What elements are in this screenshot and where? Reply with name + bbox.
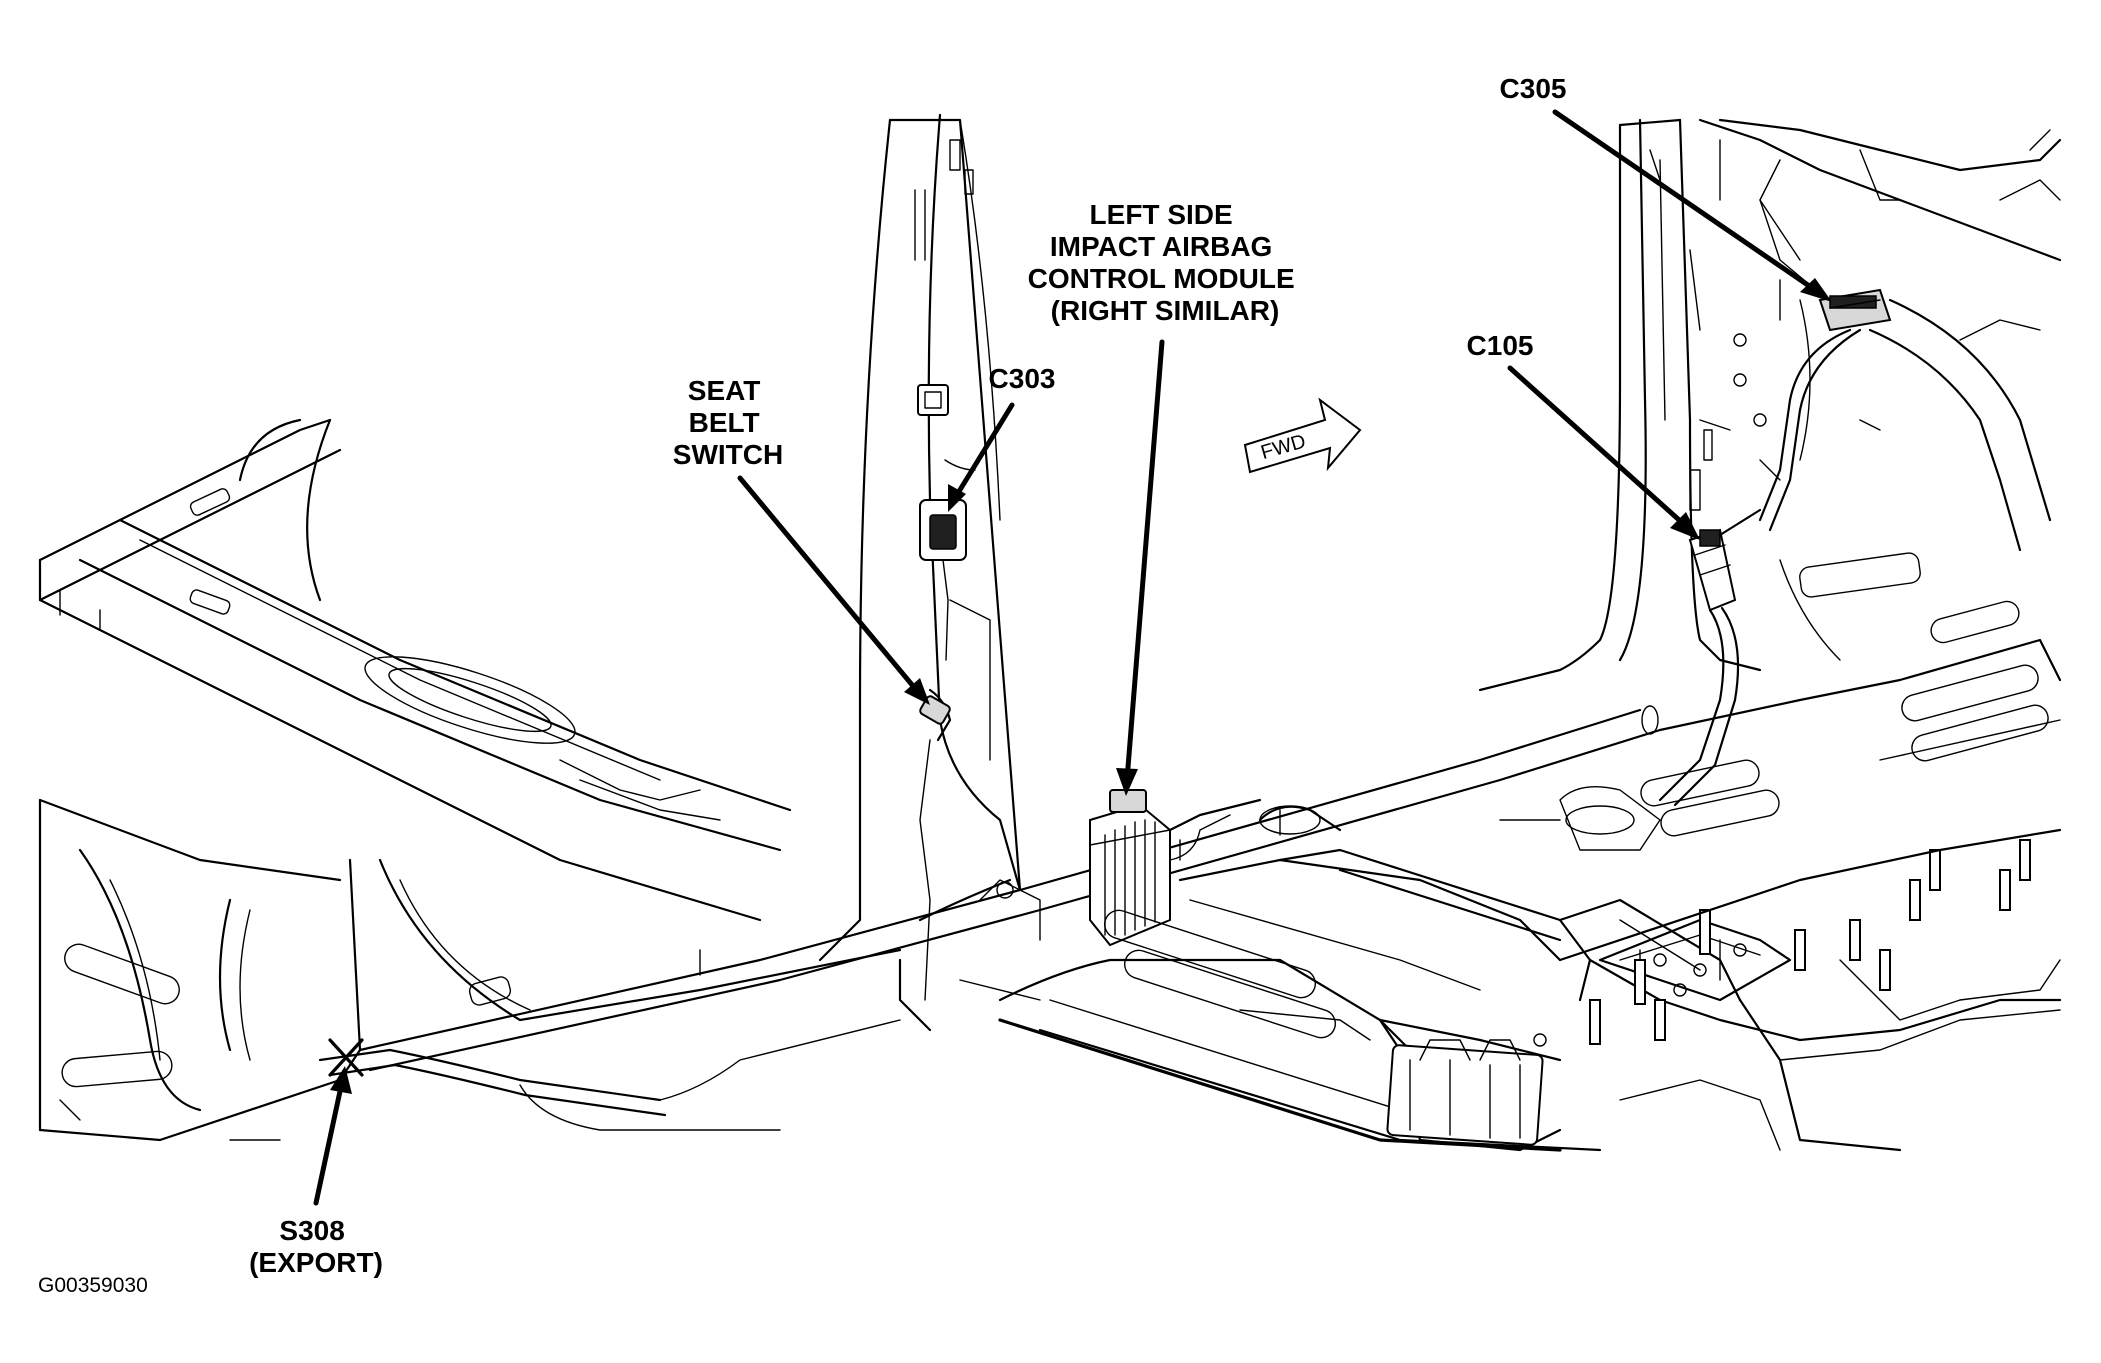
leader-seat-belt-switch: [737, 475, 921, 695]
label-seat-belt-line-3: SWITCH: [673, 439, 783, 470]
leader-lines: [313, 109, 1832, 1206]
a-pillar-door-opening: [1478, 118, 1762, 735]
label-side-airbag-line-1: LEFT SIDE: [1090, 199, 1233, 230]
c305-connector: [1758, 288, 1892, 532]
left-quarter-panel: [38, 798, 902, 1142]
rear-parcel-shelf: [38, 418, 792, 922]
callout-labels: C305 LEFT SIDE IMPACT AIRBAG CONTROL MOD…: [38, 73, 1566, 1297]
front-floor-pan: [998, 805, 1602, 1152]
leader-side-airbag-module: [1124, 339, 1165, 783]
label-seat-belt-line-2: BELT: [689, 407, 760, 438]
label-seat-belt-line-1: SEAT: [688, 375, 761, 406]
leader-s308: [313, 1079, 345, 1206]
vehicle-body-illustration: FWD: [38, 113, 2062, 1152]
center-crossmember: [1278, 848, 1802, 1152]
label-c303: C303: [989, 363, 1056, 394]
b-pillar: [818, 113, 1041, 1032]
leader-c303: [952, 402, 1015, 501]
label-s308-line-2: (EXPORT): [249, 1247, 383, 1278]
label-side-airbag-line-2: IMPACT AIRBAG: [1050, 231, 1272, 262]
label-c105: C105: [1467, 330, 1534, 361]
label-side-airbag-line-3: CONTROL MODULE: [1028, 263, 1295, 294]
c303-connector: [919, 499, 967, 661]
s308-harness: [318, 1019, 901, 1131]
label-s308-line-1: S308: [279, 1215, 344, 1246]
label-c305: C305: [1500, 73, 1567, 104]
label-side-airbag-line-4: (RIGHT SIMILAR): [1051, 295, 1280, 326]
c105-connector: [1658, 508, 1762, 807]
rear-floor-right: [1499, 600, 2062, 1152]
label-s308: S308 (EXPORT): [249, 1215, 383, 1278]
seat-belt-switch-harness: [919, 688, 952, 1001]
cowl-side-panel: [1698, 118, 2062, 661]
leader-c105: [1507, 365, 1691, 531]
side-impact-airbag-control-module: [1089, 789, 1262, 947]
leader-c305: [1552, 109, 1821, 295]
label-seat-belt-switch: SEAT BELT SWITCH: [673, 375, 783, 470]
forward-direction-arrow: FWD: [1243, 397, 1362, 474]
label-side-airbag-module: LEFT SIDE IMPACT AIRBAG CONTROL MODULE (…: [1028, 199, 1303, 326]
seat-mounting-plate: [1598, 918, 1792, 1002]
figure-id: G00359030: [38, 1274, 148, 1297]
seat-studs: [1589, 839, 2031, 1045]
